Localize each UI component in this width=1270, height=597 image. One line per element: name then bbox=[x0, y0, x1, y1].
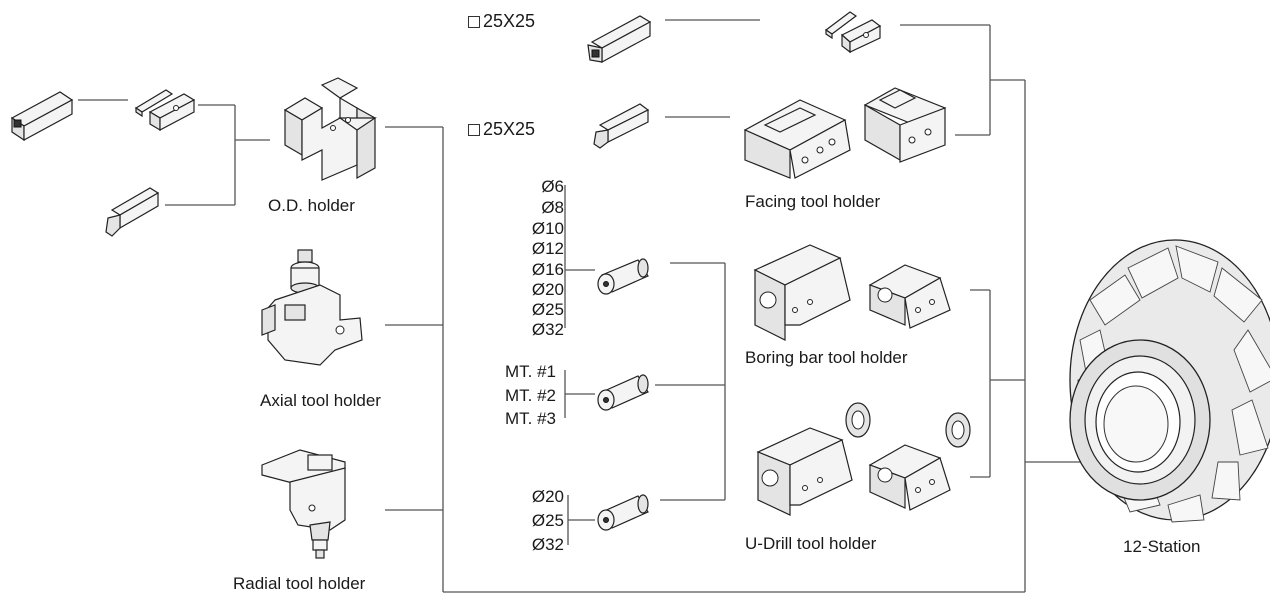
udrill-size-2: Ø32 bbox=[531, 535, 564, 554]
axial-holder-icon bbox=[261, 249, 363, 366]
udrill-ring-icon-2 bbox=[945, 412, 971, 448]
mt-size-0: MT. #1 bbox=[504, 362, 556, 381]
turret-disc-icon bbox=[1069, 239, 1270, 523]
boring-size-1: Ø8 bbox=[541, 198, 564, 217]
od-holder-label: O.D. holder bbox=[268, 196, 355, 215]
udrill-holder-icon-2 bbox=[868, 444, 951, 511]
boring-size-6: Ø25 bbox=[531, 300, 564, 319]
mt-size-2: MT. #3 bbox=[504, 409, 556, 428]
udrill-holder-label: U-Drill tool holder bbox=[745, 534, 877, 553]
boring-tool-mid-icon bbox=[593, 103, 650, 149]
station-label: 12-Station bbox=[1123, 537, 1201, 556]
sleeve-icon-1 bbox=[597, 258, 649, 295]
wedge-clamp-icon bbox=[134, 89, 196, 132]
boring-size-0: Ø6 bbox=[541, 177, 564, 196]
sleeve-icon-2 bbox=[597, 374, 649, 411]
sleeve-icon-3 bbox=[597, 494, 649, 531]
axial-holder-label: Axial tool holder bbox=[260, 391, 381, 410]
square-shank-tool-icon bbox=[10, 91, 74, 142]
boring-size-2: Ø10 bbox=[531, 219, 564, 238]
square-size-label-2: 25X25 bbox=[468, 120, 535, 138]
radial-holder-icon bbox=[261, 449, 346, 559]
boring-size-3: Ø12 bbox=[531, 239, 564, 258]
boring-holder-icon-2 bbox=[868, 264, 951, 329]
square-symbol-icon bbox=[468, 124, 480, 136]
udrill-size-1: Ø25 bbox=[531, 511, 564, 530]
connector-lines bbox=[78, 19, 1082, 593]
boring-size-7: Ø32 bbox=[531, 320, 564, 339]
facing-holder-icon-2 bbox=[863, 87, 947, 163]
boring-holder-icon-1 bbox=[753, 244, 851, 341]
boring-holder-label: Boring bar tool holder bbox=[745, 348, 908, 367]
boring-size-5: Ø20 bbox=[531, 280, 564, 299]
udrill-holder-icon-1 bbox=[756, 427, 853, 516]
od-holder-icon bbox=[283, 77, 377, 181]
square-size-text-2: 25X25 bbox=[483, 119, 536, 139]
mt-size-1: MT. #2 bbox=[504, 386, 556, 405]
radial-holder-label: Radial tool holder bbox=[233, 574, 366, 593]
udrill-ring-icon-1 bbox=[845, 402, 871, 438]
udrill-size-0: Ø20 bbox=[531, 487, 564, 506]
square-size-label-1: 25X25 bbox=[468, 12, 535, 30]
square-shank-tool-top-icon bbox=[587, 15, 652, 64]
facing-holder-label: Facing tool holder bbox=[745, 192, 881, 211]
square-size-text-1: 25X25 bbox=[483, 11, 536, 31]
boring-tool-icon bbox=[105, 187, 160, 237]
boring-size-4: Ø16 bbox=[531, 260, 564, 279]
facing-holder-icon-1 bbox=[743, 99, 851, 179]
facing-wedge-top-icon bbox=[824, 11, 882, 54]
square-symbol-icon bbox=[468, 16, 480, 28]
